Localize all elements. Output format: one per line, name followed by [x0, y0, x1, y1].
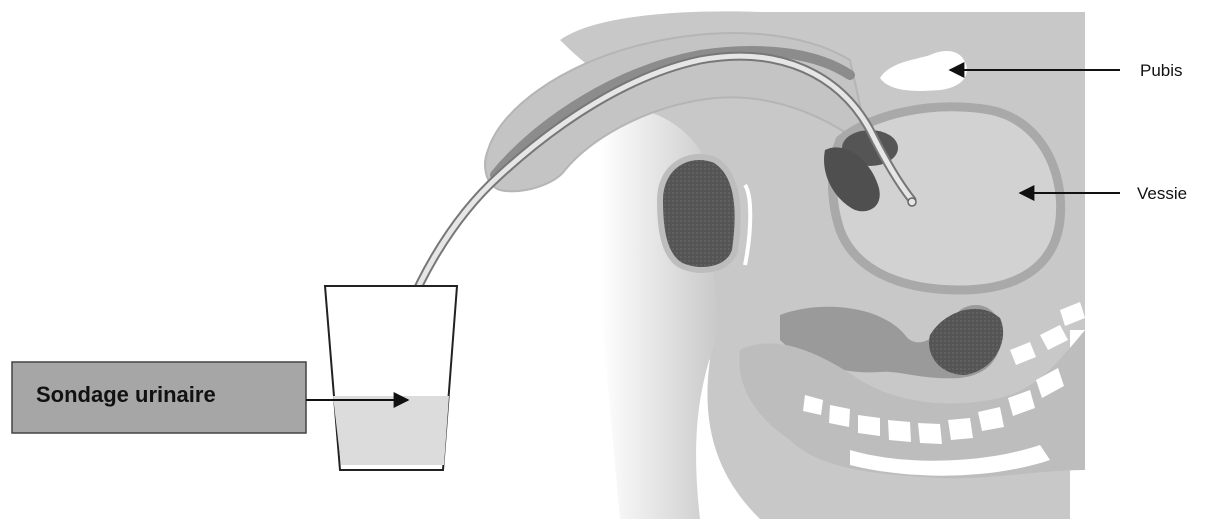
urethra: [490, 46, 855, 180]
catheter-tube-inner: [390, 53, 915, 358]
penis-shaft: [484, 32, 872, 193]
prostate: [824, 147, 880, 212]
vertebrae: [803, 302, 1085, 476]
sondage-label: Sondage urinaire: [36, 382, 216, 407]
vessie-label: Vessie: [1137, 184, 1187, 203]
epididymis: [743, 183, 753, 266]
pubis-label: Pubis: [1140, 61, 1183, 80]
pubis-bone: [880, 50, 968, 91]
testicle: [656, 153, 741, 273]
urine-level: [333, 396, 449, 465]
sondage-label-box: [11, 361, 307, 434]
rectum-dark: [929, 308, 1004, 375]
sacrum: [739, 330, 1085, 479]
catheter-tip: [907, 197, 917, 207]
